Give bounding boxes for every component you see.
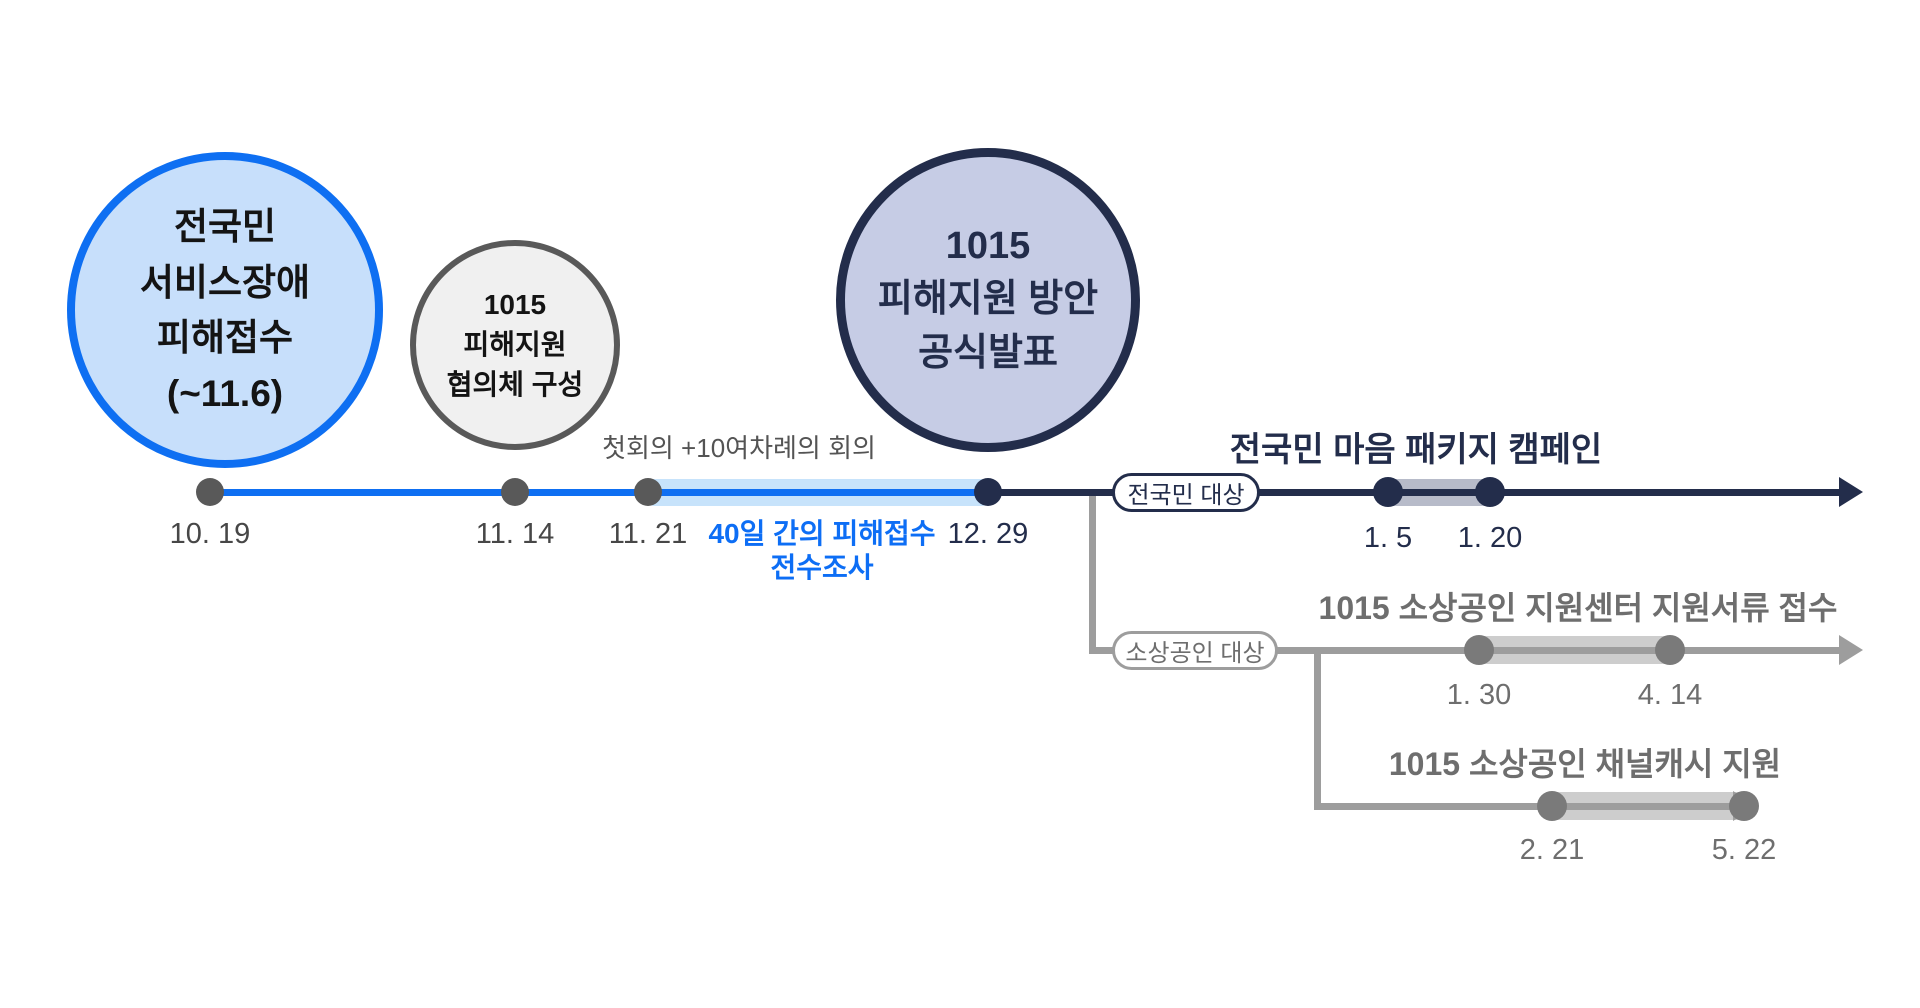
milestone-dot-11-14 — [501, 478, 529, 506]
phase-circle-line: 피해지원 — [463, 329, 567, 361]
date-label-12-29: 12. 29 — [947, 518, 1029, 550]
phase-circle-line: 공식발표 — [918, 331, 1058, 374]
phase-circle-line: 협의체 구성 — [446, 368, 584, 400]
branch3-title: 1015 소상공인 채널캐시 지원 — [1388, 746, 1782, 782]
phase-circle-line: 1015 — [945, 225, 1031, 268]
branch2-arrowhead-icon — [1839, 635, 1863, 665]
pill-nationwide-target: 전국민 대상 — [1112, 473, 1260, 512]
channelcash-end-dot — [1729, 791, 1759, 821]
timeline-arrowhead-icon — [1839, 477, 1863, 507]
phase-circle-official-announcement: 1015 피해지원 방안 공식발표 — [836, 148, 1140, 452]
branch3-line — [1314, 803, 1735, 810]
survey-note: 40일 간의 피해접수 전수조사 — [662, 517, 982, 584]
date-label-1-20: 1. 20 — [1457, 522, 1523, 554]
phase-circle-line: (~11.6) — [166, 372, 284, 414]
date-label-5-22: 5. 22 — [1711, 834, 1777, 866]
branch-connector-vertical-1 — [1089, 492, 1096, 653]
phase-circle-nationwide-damage-report: 전국민 서비스장애 피해접수 (~11.6) — [67, 152, 383, 468]
date-label-1-30: 1. 30 — [1446, 679, 1512, 711]
pill-label: 소상공인 대상 — [1125, 640, 1265, 667]
meeting-note: 첫회의 +10여차례의 회의 — [602, 433, 876, 463]
pill-small-business-target: 소상공인 대상 — [1112, 631, 1278, 670]
phase-circle-line: 1015 — [483, 289, 547, 321]
pill-label: 전국민 대상 — [1127, 482, 1245, 509]
branch-connector-vertical-2 — [1314, 650, 1321, 807]
phase-circle-line: 서비스장애 — [139, 261, 311, 303]
date-label-11-21: 11. 21 — [608, 518, 688, 550]
branch1-title: 전국민 마음 패키지 캠페인 — [1229, 431, 1603, 469]
milestone-dot-11-21 — [634, 478, 662, 506]
campaign-end-dot — [1475, 477, 1505, 507]
survey-note-line: 40일 간의 피해접수 — [708, 518, 936, 549]
phase-circle-support-council: 1015 피해지원 협의체 구성 — [410, 240, 620, 450]
date-label-1-5: 1. 5 — [1363, 522, 1413, 554]
timeline-blue-segment — [210, 489, 988, 496]
date-label-11-14: 11. 14 — [475, 518, 555, 550]
phase-circle-line: 전국민 — [173, 206, 277, 247]
date-label-4-14: 4. 14 — [1637, 679, 1703, 711]
milestone-dot-12-29 — [974, 478, 1002, 506]
campaign-start-dot — [1373, 477, 1403, 507]
milestone-dot-10-19 — [196, 478, 224, 506]
application-end-dot — [1655, 635, 1685, 665]
channelcash-start-dot — [1537, 791, 1567, 821]
application-start-dot — [1464, 635, 1494, 665]
date-label-10-19: 10. 19 — [169, 518, 251, 550]
timeline-navy-segment — [988, 489, 1841, 496]
phase-circle-line: 피해접수 — [156, 317, 294, 358]
survey-note-line: 전수조사 — [770, 551, 874, 583]
phase-circle-line: 피해지원 방안 — [877, 278, 1099, 321]
branch2-title: 1015 소상공인 지원센터 지원서류 접수 — [1318, 590, 1838, 626]
date-label-2-21: 2. 21 — [1519, 834, 1585, 866]
